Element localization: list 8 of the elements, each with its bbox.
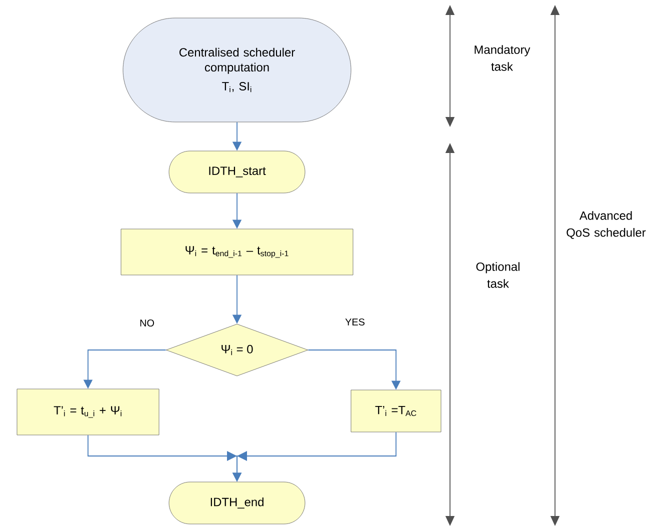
process-box: Ψ$_{i}$ = t$_{end_i-1}$ – t$_{stop_i-1}$ — [120, 228, 354, 276]
edge-label: NO — [138, 318, 156, 328]
edge-label: YES — [344, 317, 366, 327]
process-box: T’$_{i}$ = t$_{u_i}$ + Ψ$_{i}$ — [16, 388, 160, 436]
process-box: T’$_{i}$ =T$_{AC}$ — [350, 390, 442, 432]
span-label: Mandatory task — [474, 45, 530, 71]
span-label: Optional task — [476, 262, 520, 288]
span-label: Advanced QoS scheduler — [566, 211, 646, 239]
